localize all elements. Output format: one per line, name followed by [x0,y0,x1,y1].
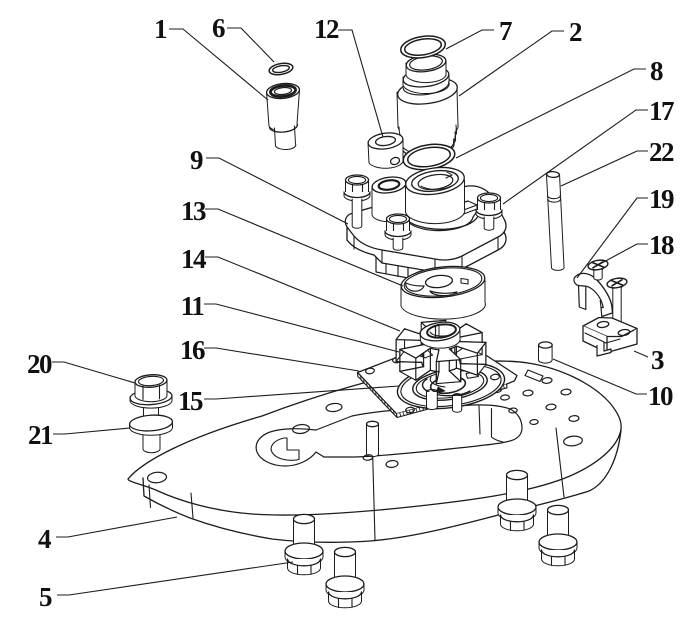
parts-layer [127,35,638,609]
leader-line-base-plate [56,516,178,538]
callout-label-9: 9 [190,145,203,175]
callout-label-8: 8 [650,56,663,86]
part-10-dowel-pin [537,341,553,364]
leader-line-impeller-collar [205,256,401,332]
leader-line-clamp [576,197,648,279]
callout-label-12: 12 [314,14,339,44]
leader-line-collar [338,29,384,138]
part-7-o-ring [399,35,447,59]
part-3-stop-block [582,316,638,357]
callout-label-22: 22 [649,137,674,167]
callout-label-6: 6 [212,13,225,43]
part-12-collar [367,132,404,169]
leader-line-hex-bolt [502,109,648,205]
leader-line-bushing [169,28,269,101]
leader-line-pump-head [206,157,349,225]
callout-label-16: 16 [180,335,205,365]
leader-line-hex-bolt-left [52,361,136,384]
callout-label-13: 13 [181,196,206,226]
callout-label-3: 3 [651,345,664,375]
leader-line-impeller [204,303,400,353]
callout-label-11: 11 [181,291,205,321]
leader-line-fitting-body [458,30,564,97]
part-18-screws [587,259,628,324]
part-2-fitting-body [396,53,459,157]
callout-label-4: 4 [38,524,51,554]
part-20-21-bolt-washer [128,374,174,454]
leader-line-stop-block [633,350,649,358]
callouts-layer: 1 6 12 7 2 8 17 22 19 18 3 10 9 13 14 11… [27,13,676,612]
part-9-pump-head-housing [343,166,507,279]
callout-label-7: 7 [499,16,512,46]
leader-line-guide-pin [560,150,648,187]
part-13-bearing-housing [400,265,486,320]
callout-label-5: 5 [39,582,52,612]
callout-label-15: 15 [178,386,203,416]
leader-line-o-ring-top [445,29,494,50]
leader-line-support-bolt [57,561,294,596]
callout-label-14: 14 [181,244,206,274]
leader-line-mounting-plate [204,347,360,372]
part-11-14-impeller [395,319,487,385]
part-6-o-ring [268,62,294,76]
callout-label-1: 1 [154,14,167,44]
part-4-base-plate [127,360,622,543]
callout-label-18: 18 [649,230,674,260]
callout-label-17: 17 [649,96,674,126]
leader-line-seal-seat [204,385,400,400]
leader-line-dowel-pin [552,358,647,395]
callout-label-19: 19 [649,184,674,214]
callout-label-21: 21 [28,420,53,450]
part-1-bushing [265,82,301,150]
leader-line-washer [53,427,131,435]
leader-line-screw [599,243,648,265]
callout-label-10: 10 [648,381,673,411]
part-5-support-bolts [284,469,578,609]
leader-line-o-ring-small [227,27,275,63]
callout-label-2: 2 [569,17,582,47]
part-19-clamp [573,272,613,318]
leader-line-seal-ring [455,68,646,159]
leader-line-bearing-housing [205,208,404,287]
part-22-guide-pin [546,170,565,271]
callout-label-20: 20 [27,349,52,379]
